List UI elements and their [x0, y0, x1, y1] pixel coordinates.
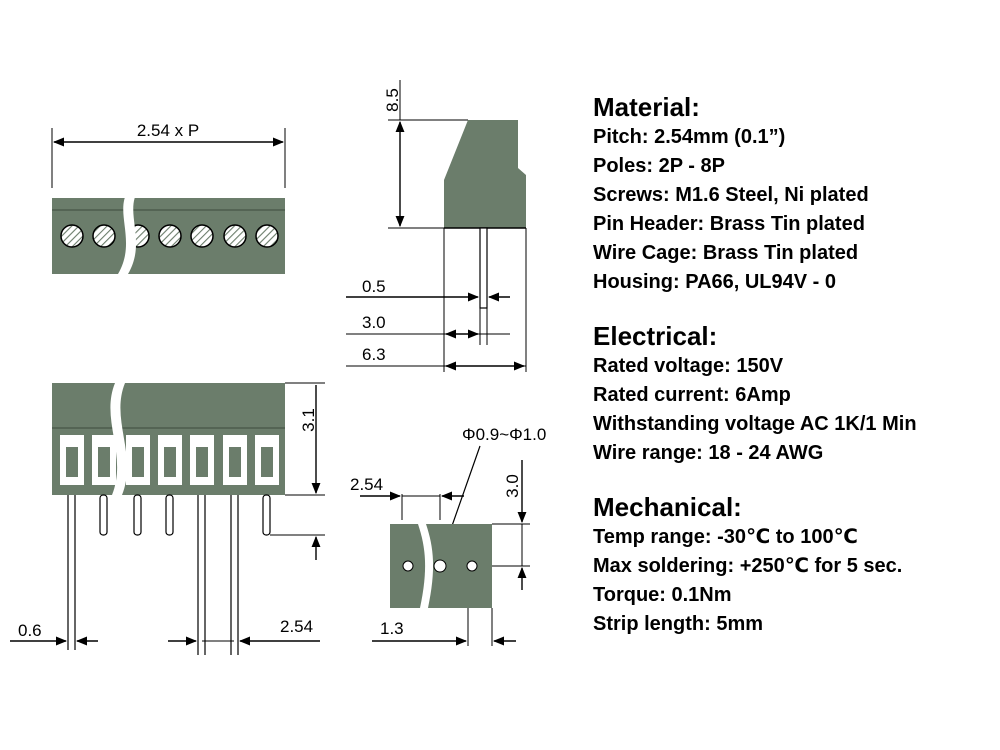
mechanical-line: Torque: 0.1Nm — [593, 584, 732, 606]
material-line: Screws: M1.6 Steel, Ni plated — [593, 184, 869, 206]
front-break-line — [110, 383, 128, 495]
mechanical-line: Strip length: 5mm — [593, 613, 764, 635]
pin-offset-label: 3.0 — [362, 313, 386, 332]
hole-diameter-label: Φ0.9~Φ1.0 — [462, 425, 546, 444]
material-line: Housing: PA66, UL94V - 0 — [593, 271, 837, 293]
material-line: Wire Cage: Brass Tin plated — [593, 242, 859, 264]
pin-width-label: 0.5 — [362, 277, 386, 296]
bottom-pitch-label: 2.54 — [280, 617, 313, 636]
front-view: 3.1 0.6 2.54 — [10, 382, 325, 655]
electrical-line: Rated current: 6Amp — [593, 384, 791, 406]
side-offset-label: 1.3 — [380, 619, 404, 638]
break-line — [118, 188, 140, 274]
pin-height-label: 3.1 — [299, 408, 318, 432]
height-top-label: 8.5 — [383, 88, 402, 112]
electrical-heading: Electrical: — [593, 321, 718, 351]
electrical-line: Withstanding voltage AC 1K/1 Min — [593, 413, 917, 435]
material-line: Poles: 2P - 8P — [593, 155, 725, 177]
side-view: 8.5 0.5 3.0 6.3 — [346, 80, 527, 372]
side-pin — [479, 227, 488, 309]
material-heading: Material: — [593, 92, 700, 122]
pitch-total-label: 2.54 x P — [137, 121, 199, 140]
electrical-line: Rated voltage: 150V — [593, 355, 784, 377]
depth-label: 6.3 — [362, 345, 386, 364]
mechanical-line: Temp range: -30℃ to 100℃ — [593, 526, 858, 548]
mechanical-heading: Mechanical: — [593, 492, 742, 522]
material-line: Pin Header: Brass Tin plated — [593, 213, 865, 235]
screw-holes — [60, 224, 279, 248]
front-pins — [67, 494, 271, 655]
mechanical-line: Max soldering: +250℃ for 5 sec. — [593, 555, 903, 577]
top-view: 2.54 x P — [51, 121, 286, 274]
spec-panel: Material: Pitch: 2.54mm (0.1”) Poles: 2P… — [593, 92, 917, 639]
detail-view: Φ0.9~Φ1.0 2.54 3.0 1.3 — [350, 425, 546, 646]
side-height-label: 3.0 — [503, 474, 522, 498]
side-pitch-label: 2.54 — [350, 475, 383, 494]
pin-thickness-label: 0.6 — [18, 621, 42, 640]
material-line: Pitch: 2.54mm (0.1”) — [593, 126, 786, 148]
wire-openings — [60, 435, 279, 485]
side-housing — [444, 120, 526, 228]
electrical-line: Wire range: 18 - 24 AWG — [593, 442, 824, 464]
